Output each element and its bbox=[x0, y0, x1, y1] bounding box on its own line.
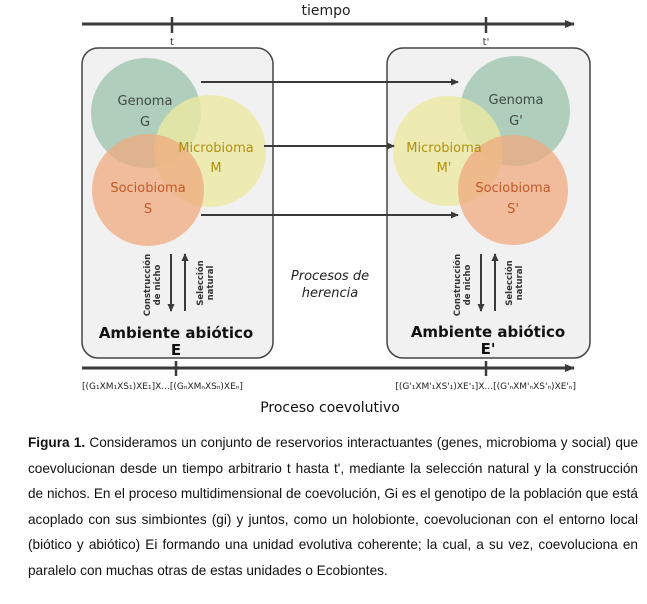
heritage-label-2: herencia bbox=[302, 286, 359, 301]
tick-t-prime-label: t' bbox=[483, 37, 490, 48]
right-microbiome-symbol: M' bbox=[437, 161, 452, 176]
left-socio-symbol: S bbox=[144, 202, 152, 217]
left-socio-name: Sociobioma bbox=[110, 181, 185, 196]
time-label: tiempo bbox=[301, 3, 350, 19]
caption-text: Consideramos un conjunto de reservorios … bbox=[28, 435, 639, 578]
right-environment-name: Ambiente abiótico bbox=[411, 323, 565, 341]
left-microbiome-symbol: M bbox=[210, 161, 221, 176]
figure-caption: Figura 1. Consideramos un conjunto de re… bbox=[28, 430, 638, 583]
left-socio-circle bbox=[92, 134, 204, 246]
right-socio-symbol: S' bbox=[507, 202, 519, 217]
left-niche-label-2: de nicho bbox=[153, 264, 163, 305]
left-microbiome-name: Microbioma bbox=[178, 141, 253, 156]
right-genome-name: Genoma bbox=[489, 93, 544, 108]
left-selection-label-2: natural bbox=[206, 266, 216, 301]
left-selection-label-1: Selección bbox=[195, 260, 206, 305]
left-formula: [(G₁XM₁XS₁)XE₁]X...[(GₙXMₙXSₙ)XEₙ] bbox=[82, 382, 243, 392]
coevolution-diagram: tiempo t t' Genoma G Microbioma M Sociob… bbox=[81, 3, 591, 416]
right-niche-label-2: de nicho bbox=[463, 264, 473, 305]
heritage-label-1: Procesos de bbox=[291, 269, 369, 284]
tick-t-label: t bbox=[170, 37, 174, 48]
right-microbiome-name: Microbioma bbox=[406, 141, 481, 156]
left-genome-name: Genoma bbox=[118, 94, 173, 109]
right-selection-label-1: Selección bbox=[504, 260, 515, 305]
caption-label: Figura 1. bbox=[28, 435, 86, 450]
right-formula: [(G'₁XM'₁XS'₁)XE'₁]X...[(G'ₙXM'ₙXS'ₙ)XE'… bbox=[395, 382, 576, 392]
left-niche-label-1: Construcción bbox=[142, 254, 153, 316]
right-selection-label-2: natural bbox=[515, 266, 525, 301]
left-environment-symbol: E bbox=[171, 341, 181, 359]
right-environment-symbol: E' bbox=[481, 340, 496, 358]
right-genome-symbol: G' bbox=[509, 114, 523, 129]
right-niche-label-1: Construcción bbox=[452, 254, 463, 316]
right-socio-circle bbox=[458, 135, 568, 245]
right-socio-name: Sociobioma bbox=[475, 181, 550, 196]
left-environment-name: Ambiente abiótico bbox=[99, 324, 253, 342]
coevolution-label: Proceso coevolutivo bbox=[260, 400, 400, 416]
left-genome-symbol: G bbox=[140, 115, 150, 130]
